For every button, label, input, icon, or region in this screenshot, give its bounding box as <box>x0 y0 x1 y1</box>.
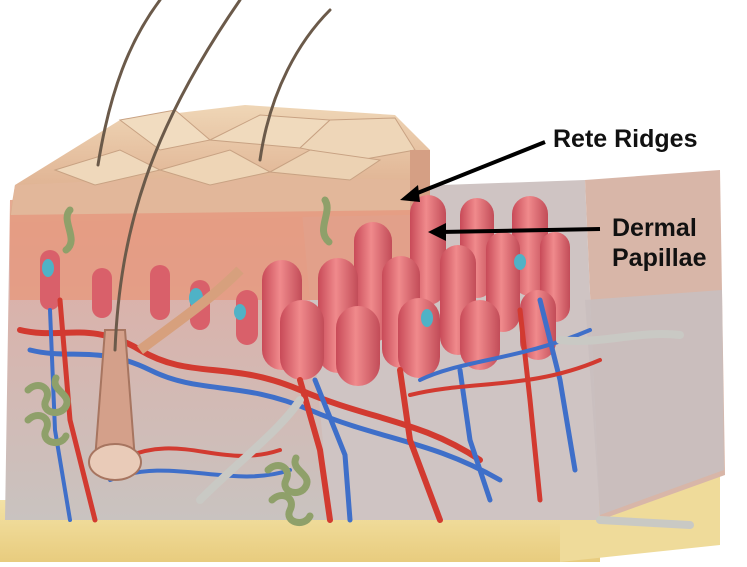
dermal-papillae-label: Dermal Papillae <box>612 213 707 273</box>
dermal-papillae-label-line2: Papillae <box>612 243 707 273</box>
dermal-papillae-label-line1: Dermal <box>612 213 707 243</box>
rete-ridges-label: Rete Ridges <box>553 124 697 154</box>
